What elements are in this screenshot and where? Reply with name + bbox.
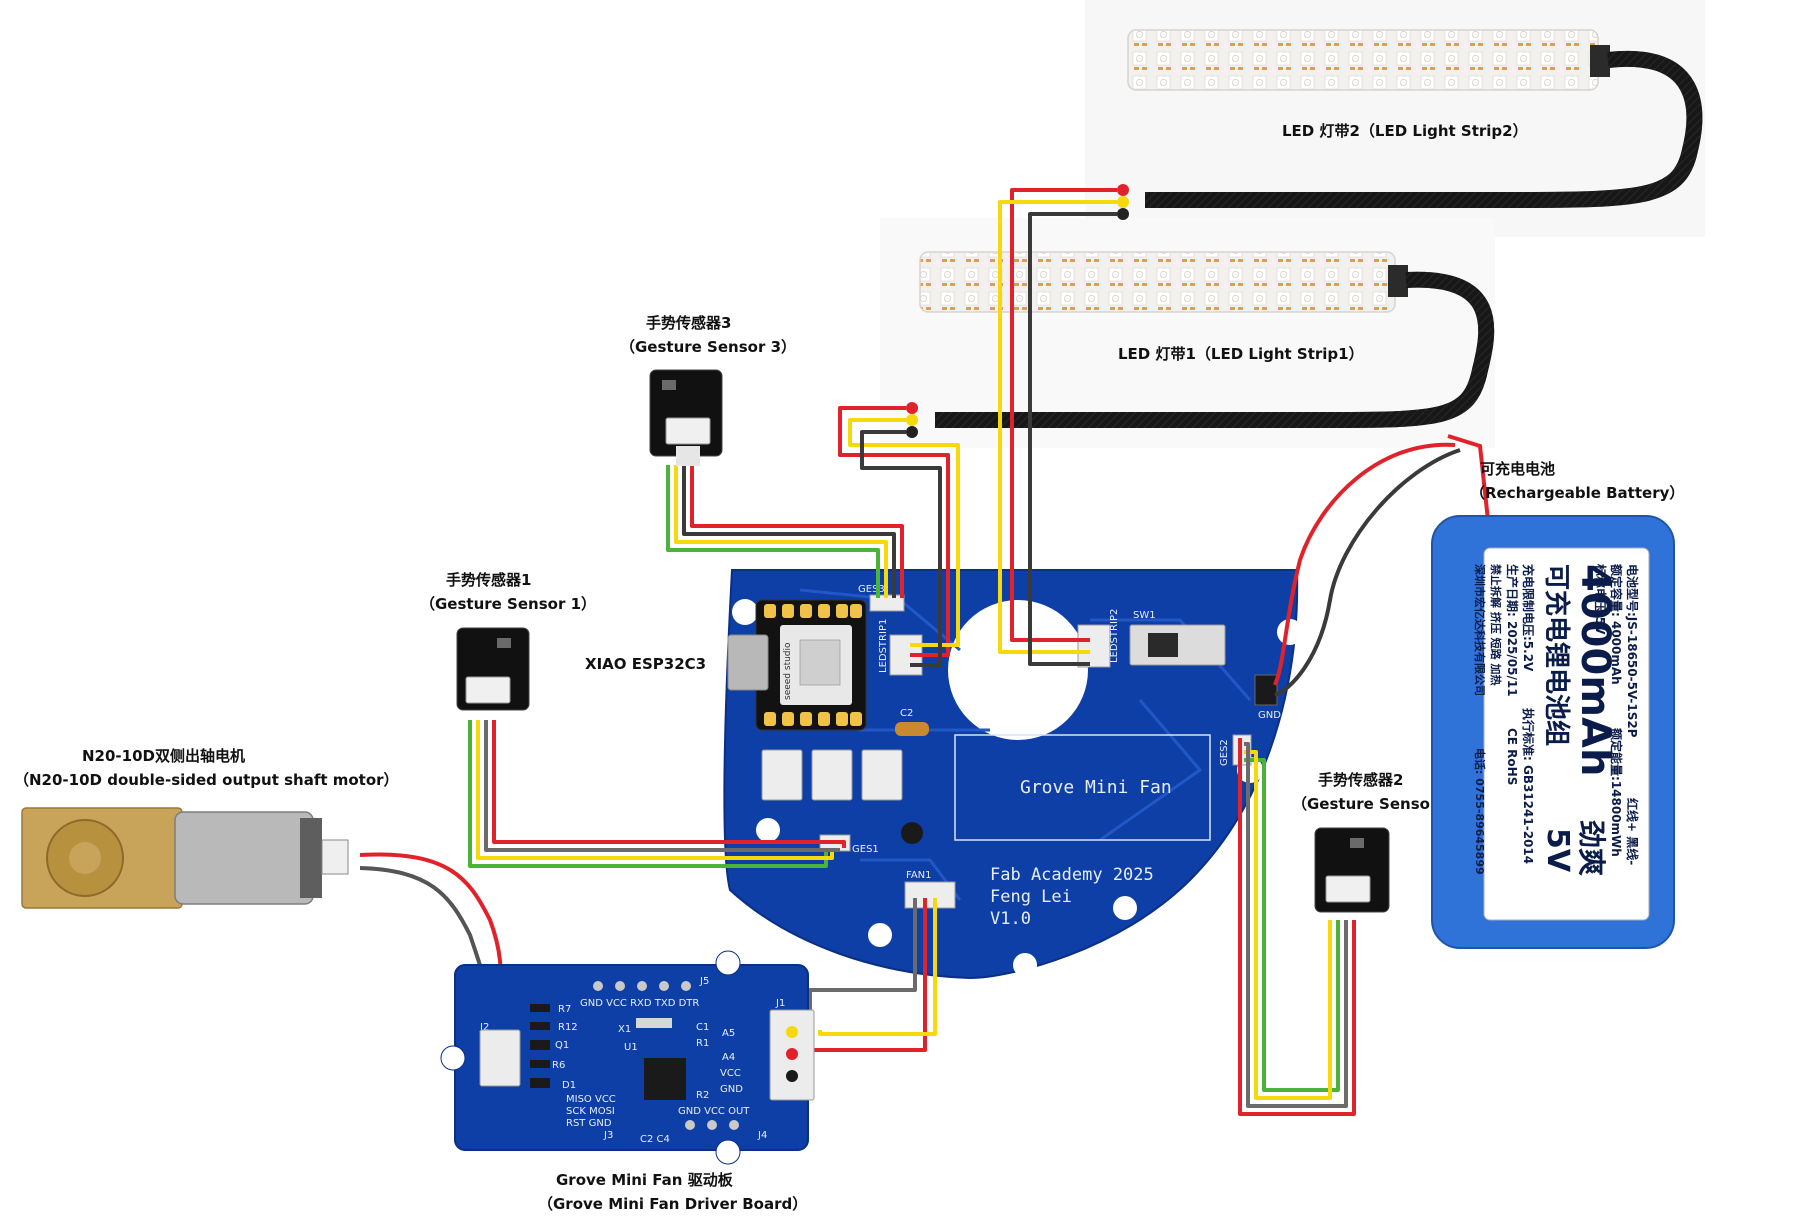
driver-top-pins: GND VCC RXD TXD DTR	[580, 998, 699, 1009]
gesture-sensor-1-label-en: （Gesture Sensor 1）	[420, 595, 596, 613]
motor-label-cn: N20-10D双侧出轴电机	[82, 747, 245, 765]
driver-label-en: （Grove Mini Fan Driver Board）	[538, 1195, 807, 1213]
svg-text:SW1: SW1	[1133, 610, 1156, 621]
driver-u1: U1	[624, 1042, 638, 1053]
pcb-text-line2: Feng Lei	[990, 887, 1072, 907]
battery-voltage: 5V	[1540, 828, 1575, 873]
driver-vcc: VCC	[720, 1068, 741, 1079]
pcb-ledstrip2-header: LEDSTRIP2	[1077, 609, 1120, 668]
driver-j3: J3	[603, 1130, 613, 1141]
svg-text:GES1: GES1	[852, 844, 879, 855]
battery-spec-date: 生产日期: 2025/05/11	[1505, 564, 1520, 697]
driver-bottom-pins: GND VCC OUT	[678, 1106, 750, 1117]
led-strip-1-connector	[906, 402, 918, 438]
driver-isp-1: MISO VCC	[566, 1094, 616, 1105]
driver-label-cn: Grove Mini Fan 驱动板	[556, 1171, 734, 1189]
driver-q1: Q1	[555, 1040, 569, 1051]
driver-r12: R12	[558, 1022, 578, 1033]
gesture-sensor-3	[649, 369, 723, 466]
xiao-esp32c3-module: seeed studio	[727, 599, 867, 731]
driver-a4: A4	[722, 1052, 735, 1063]
driver-x1: X1	[618, 1024, 631, 1035]
gesture-sensor-1	[456, 627, 530, 711]
driver-j4: J4	[757, 1130, 767, 1141]
driver-r6: R6	[552, 1060, 565, 1071]
driver-a5: A5	[722, 1028, 735, 1039]
svg-text:FAN1: FAN1	[906, 870, 932, 881]
battery-brand: 劲爽	[1575, 820, 1608, 876]
battery-spec-phone: 电话: 0755-89645899	[1473, 748, 1487, 875]
battery-marks: CE RoHS	[1505, 728, 1519, 785]
svg-text:LEDSTRIP1: LEDSTRIP1	[878, 619, 889, 673]
battery-spec-model: 电池型号:JS-18650-5V-1S2P	[1625, 564, 1640, 738]
pcb-c2-label: C2	[900, 708, 913, 719]
driver-j5: J5	[699, 976, 709, 987]
battery-spec-chg: 充电限制电压:5.2V	[1521, 564, 1536, 672]
grove-mini-fan-driver-board: GND VCC RXD TXD DTR J5 R7 R12 Q1 R6 D1 X…	[440, 950, 815, 1165]
led-strip-1	[919, 251, 1495, 428]
driver-r7: R7	[558, 1004, 571, 1015]
driver-c2c4: C2 C4	[640, 1134, 670, 1145]
svg-text:GES3: GES3	[858, 584, 885, 595]
driver-c1: C1	[696, 1022, 709, 1033]
battery-spec-company: 深圳市宏亿达科技有限公司	[1473, 564, 1487, 696]
battery-pack: 4000mAh 劲爽 可充电锂电池组 5V 电池型号:JS-18650-5V-1…	[1431, 434, 1675, 949]
pcb-electrolytic-cap	[901, 822, 923, 844]
battery-spec-std: 执行标准: GB31241-2014	[1521, 708, 1536, 864]
pcb-text-line1: Fab Academy 2025	[990, 865, 1154, 885]
xiao-label: XIAO ESP32C3	[585, 655, 706, 673]
pcb-battery-header: GND	[1254, 674, 1281, 721]
battery-spec-v: 标称电压:5V	[1593, 563, 1608, 635]
pcb-center-hole	[948, 600, 1088, 740]
battery-capacity: 4000mAh	[1572, 564, 1618, 776]
gesture-sensor-3-label-en: （Gesture Sensor 3）	[620, 338, 796, 356]
driver-r2: R2	[696, 1090, 709, 1101]
battery-spec-energy: 额定能量:14800mWh	[1609, 728, 1624, 857]
svg-text:GES2: GES2	[1219, 739, 1230, 766]
battery-label-cn: 可充电电池	[1480, 460, 1555, 478]
gesture-sensor-2	[1314, 827, 1390, 913]
driver-isp-3: RST GND	[566, 1118, 612, 1129]
pcb-switch-sw1: SW1	[1129, 610, 1226, 666]
battery-spec-capacity: 额定容量: 4000mAh	[1609, 564, 1624, 685]
led-strip-2	[1127, 29, 1703, 208]
driver-isp-2: SCK MOSI	[566, 1106, 615, 1117]
led-strip-2-label: LED 灯带2（LED Light Strip2）	[1282, 122, 1528, 140]
driver-j2: J2	[479, 1022, 489, 1033]
gesture-sensor-3-label-cn: 手势传感器3	[646, 314, 731, 332]
driver-gnd: GND	[720, 1084, 743, 1095]
battery-spec-warn: 禁止拆解 挤压 短路 加热	[1489, 564, 1503, 686]
battery-title: 可充电锂电池组	[1541, 564, 1572, 746]
battery-label-en: （Rechargeable Battery）	[1470, 484, 1684, 502]
pcb-text-line3: V1.0	[990, 909, 1031, 929]
battery-spec-wires: 红线+ 黑线-	[1625, 798, 1640, 865]
xiao-brand-text: seeed studio	[783, 642, 793, 700]
pcb-c2-component	[895, 722, 929, 736]
svg-text:GND: GND	[1258, 710, 1281, 721]
driver-r1: R1	[696, 1038, 709, 1049]
driver-d1: D1	[562, 1080, 576, 1091]
led-strip-1-label: LED 灯带1（LED Light Strip1）	[1118, 345, 1364, 363]
pcb-jst-sockets	[761, 749, 903, 801]
gesture-sensor-1-label-cn: 手势传感器1	[446, 571, 531, 589]
gesture-sensor-2-label-en: （Gesture Sensor 2）	[1292, 795, 1468, 813]
motor-label-en: （N20-10D double-sided output shaft motor…	[14, 771, 399, 789]
main-pcb: Grove Mini Fan Fab Academy 2025 Feng Lei…	[723, 569, 1303, 980]
n20-motor	[21, 807, 349, 909]
led-strip-2-connector	[1117, 184, 1129, 220]
pcb-fan-title: Grove Mini Fan	[1020, 777, 1172, 798]
gesture-sensor-2-label-cn: 手势传感器2	[1318, 771, 1403, 789]
svg-text:LEDSTRIP2: LEDSTRIP2	[1109, 609, 1120, 663]
driver-j1: J1	[775, 998, 785, 1009]
